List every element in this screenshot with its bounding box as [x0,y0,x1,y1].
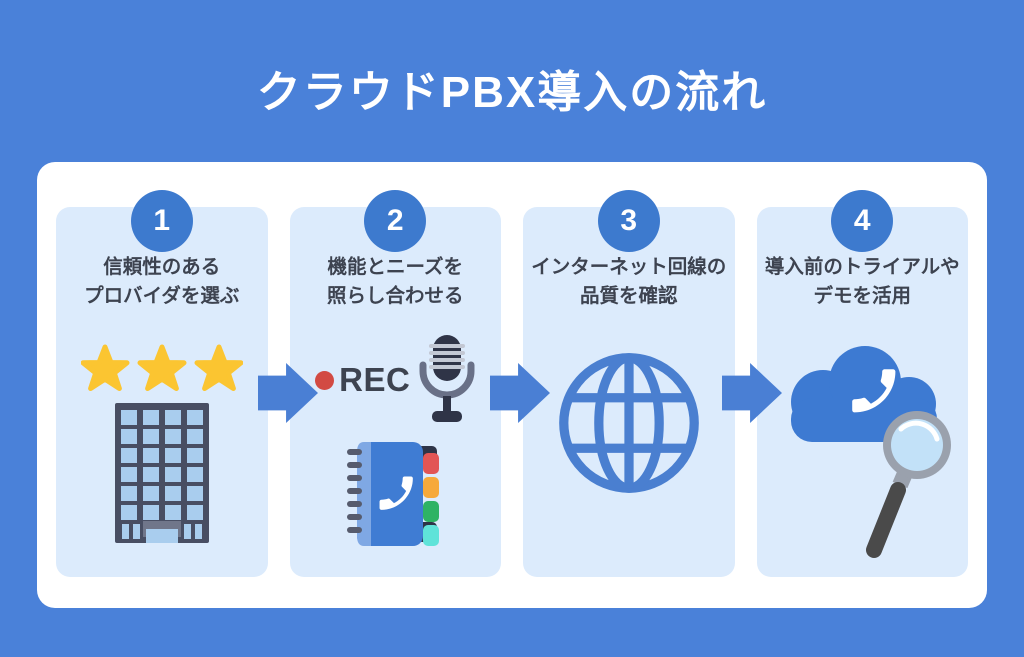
three-stars-icon [80,344,243,391]
step-card-1: 1 信頼性のある プロバイダを選ぶ [56,190,268,577]
recording-row: REC [290,335,502,425]
cloud-search-group [757,342,969,582]
step-title: 導入前のトライアルや デモを活用 [757,253,969,311]
content-panel: 1 信頼性のある プロバイダを選ぶ [37,162,987,608]
step-number-badge: 1 [130,190,193,252]
step-card-4: 4 導入前のトライアルや デモを活用 [756,190,969,577]
step-title-line2: 品質を確認 [579,285,678,307]
office-building-icon [114,403,209,543]
step-number-badge: 3 [597,190,660,252]
step-title-line2: 照らし合わせる [326,285,464,307]
page-title: クラウドPBX導入の流れ [256,68,768,117]
step-title-line1: 導入前のトライアルや [764,256,960,278]
flow-arrow-1-icon [258,363,318,423]
step-title: 信頼性のある プロバイダを選ぶ [56,253,268,311]
phone-book-icon [347,442,440,546]
microphone-icon [419,335,475,422]
rec-indicator: REC [315,361,410,399]
flow-arrow-3-icon [722,363,782,423]
step-title-line1: 信頼性のある [103,256,221,278]
step-card-2: 2 機能とニーズを 照らし合わせる REC [289,190,502,577]
step-number-badge: 4 [831,190,894,252]
rec-dot-icon [315,370,335,390]
cloud-phone-magnifier-icon [790,346,951,558]
step-title-line1: 機能とニーズを [327,256,464,278]
step-title-line2: プロバイダを選ぶ [84,285,240,307]
globe-icon [558,353,699,493]
step-number-badge: 2 [364,190,427,252]
step-title-line2: デモを活用 [813,285,911,307]
step-card-3: 3 インターネット回線の 品質を確認 [523,190,735,577]
step-title: インターネット回線の 品質を確認 [523,253,735,311]
rec-label: REC [339,361,411,398]
flow-arrow-2-icon [490,363,550,423]
step-title-line1: インターネット回線の [531,256,727,278]
step-title: 機能とニーズを 照らし合わせる [290,253,502,311]
